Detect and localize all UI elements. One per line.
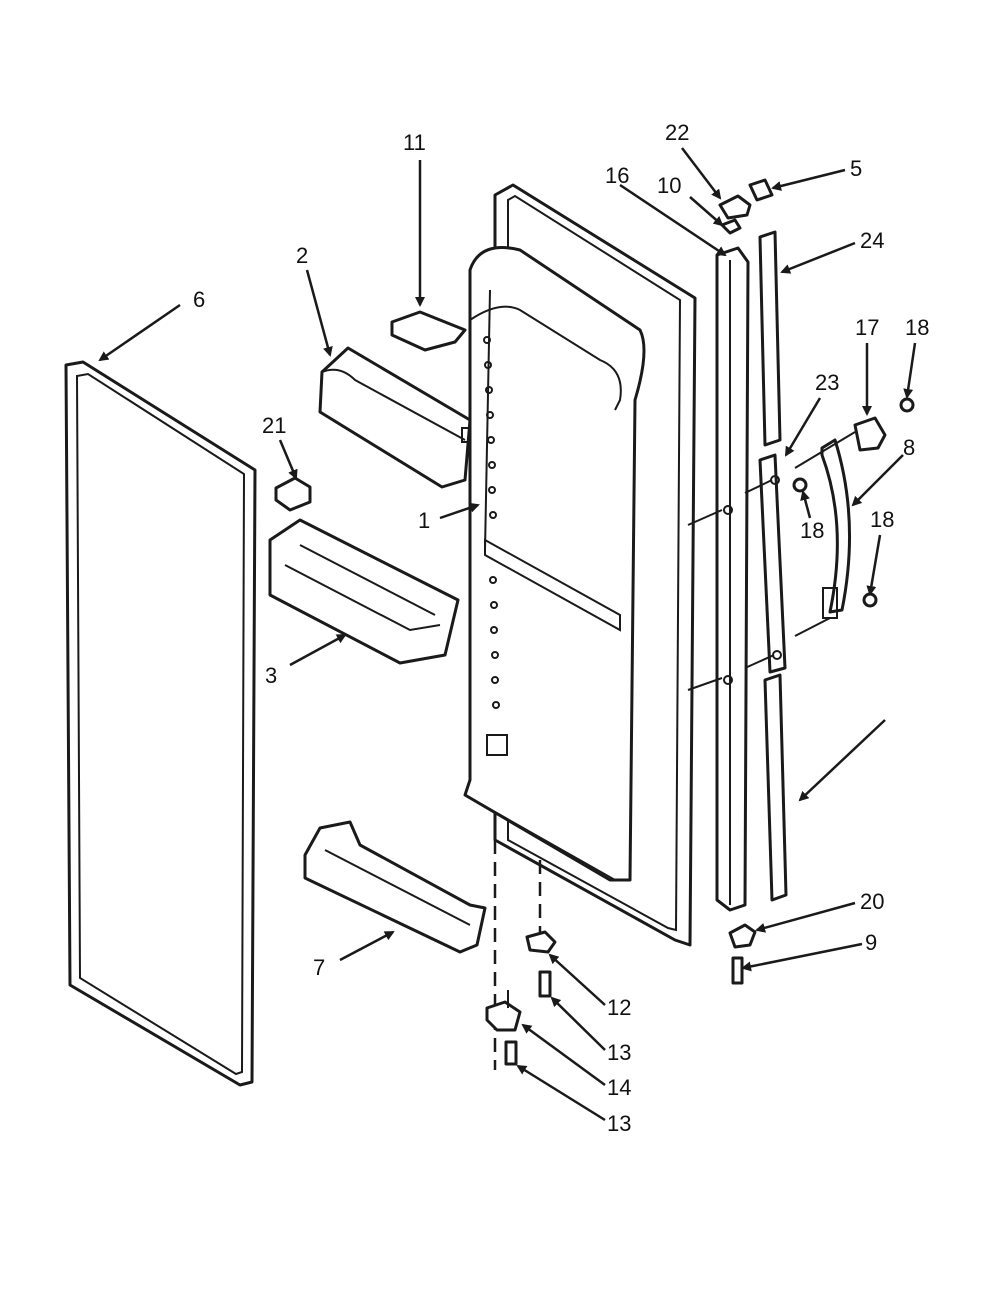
handle-trim-bottom	[763, 673, 788, 902]
label-12: 12	[607, 995, 631, 1020]
label-18a: 18	[905, 315, 929, 340]
label-2: 2	[296, 243, 308, 268]
label-5: 5	[850, 156, 862, 181]
handle-trim-top	[758, 230, 782, 447]
label-11: 11	[403, 130, 426, 155]
handle-screw-c	[862, 592, 878, 608]
side-screw	[731, 956, 744, 985]
side-rail	[715, 246, 750, 912]
handle-trim-middle	[758, 453, 787, 674]
leader-lines	[98, 147, 917, 1122]
label-10: 10	[657, 173, 681, 198]
label-6: 6	[193, 287, 205, 312]
shelf-mounting-holes	[483, 336, 500, 709]
door-liner	[463, 183, 697, 947]
label-16: 16	[605, 163, 629, 188]
label-14: 14	[607, 1075, 631, 1100]
label-18c: 18	[870, 507, 894, 532]
screw-lower	[504, 1040, 518, 1066]
label-17: 17	[855, 315, 879, 340]
lower-hinge	[485, 990, 522, 1032]
hinge-bushing	[525, 930, 557, 954]
door-shelf-lower	[303, 820, 487, 954]
dairy-bin	[268, 518, 460, 665]
label-3: 3	[265, 663, 277, 688]
dairy-cover	[390, 310, 467, 352]
door-gasket	[64, 360, 257, 1087]
hinge-cap	[748, 178, 774, 202]
lower-side-hinge	[728, 923, 757, 949]
upper-hinge	[718, 194, 752, 220]
hinge-spacer	[720, 218, 742, 235]
handle-screw-a	[899, 397, 915, 413]
label-8: 8	[903, 435, 915, 460]
label-19: 21	[262, 413, 286, 438]
dairy-door	[318, 346, 472, 489]
label-23: 23	[815, 370, 839, 395]
screw-upper	[538, 970, 552, 998]
label-21: 20	[860, 889, 884, 914]
door-handle	[820, 438, 852, 619]
label-18b: 18	[800, 518, 824, 543]
handle-bracket	[853, 416, 887, 452]
label-20: 22	[665, 120, 689, 145]
label-13b: 13	[607, 1111, 631, 1136]
label-22: 24	[860, 228, 884, 253]
dairy-clip	[274, 476, 312, 512]
handle-screw-b	[792, 477, 808, 493]
label-13a: 13	[607, 1040, 631, 1065]
label-9: 9	[865, 930, 877, 955]
label-1: 1	[418, 508, 430, 533]
label-7: 7	[313, 955, 325, 980]
